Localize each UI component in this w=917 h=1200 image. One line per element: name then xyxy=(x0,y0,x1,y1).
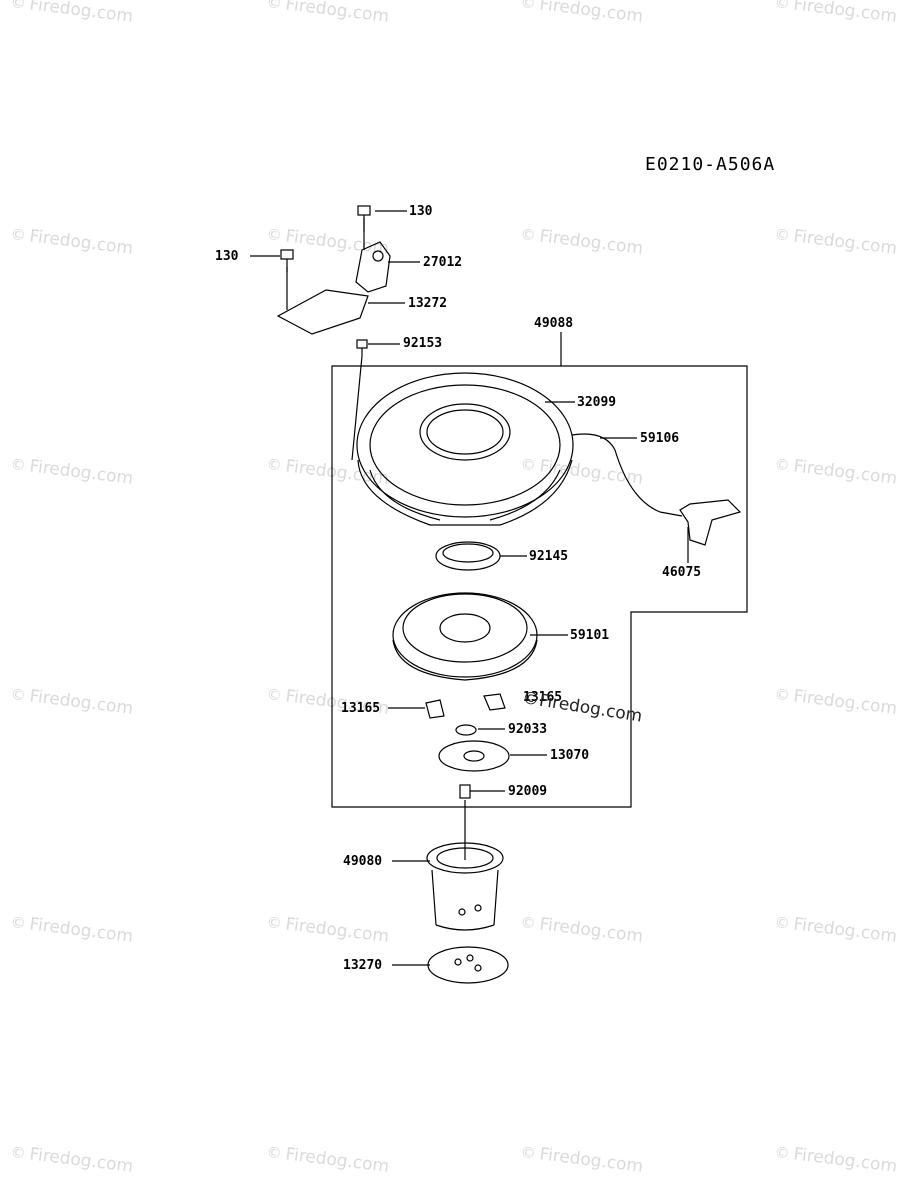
part-label-bolt-left: 130 xyxy=(215,249,239,264)
part-label-handle: 46075 xyxy=(662,565,702,580)
part-label-ratchet-left: 13165 xyxy=(341,701,381,716)
part-label-bracket: 27012 xyxy=(423,255,463,270)
part-label-housing: 32099 xyxy=(577,395,617,410)
part-label-cup: 49080 xyxy=(343,854,383,869)
part-label-small-bolt: 92153 xyxy=(403,336,443,351)
part-label-bolt-top: 130 xyxy=(409,204,433,219)
part-label-cover-plate: 13272 xyxy=(408,296,448,311)
part-label-washer: 92033 xyxy=(508,722,548,737)
part-label-reel: 59101 xyxy=(570,628,610,643)
part-label-base-plate: 13270 xyxy=(343,958,383,973)
part-label-plate: 13070 xyxy=(550,748,590,763)
assembly-bracket-line xyxy=(331,332,748,808)
diagram-code: E0210-A506A xyxy=(645,154,776,175)
part-label-assembly: 49088 xyxy=(534,316,574,331)
part-label-spring: 92145 xyxy=(529,549,569,564)
part-label-rope: 59106 xyxy=(640,431,680,446)
part-label-ratchet-right: 13165 xyxy=(523,690,563,705)
part-label-screw: 92009 xyxy=(508,784,548,799)
